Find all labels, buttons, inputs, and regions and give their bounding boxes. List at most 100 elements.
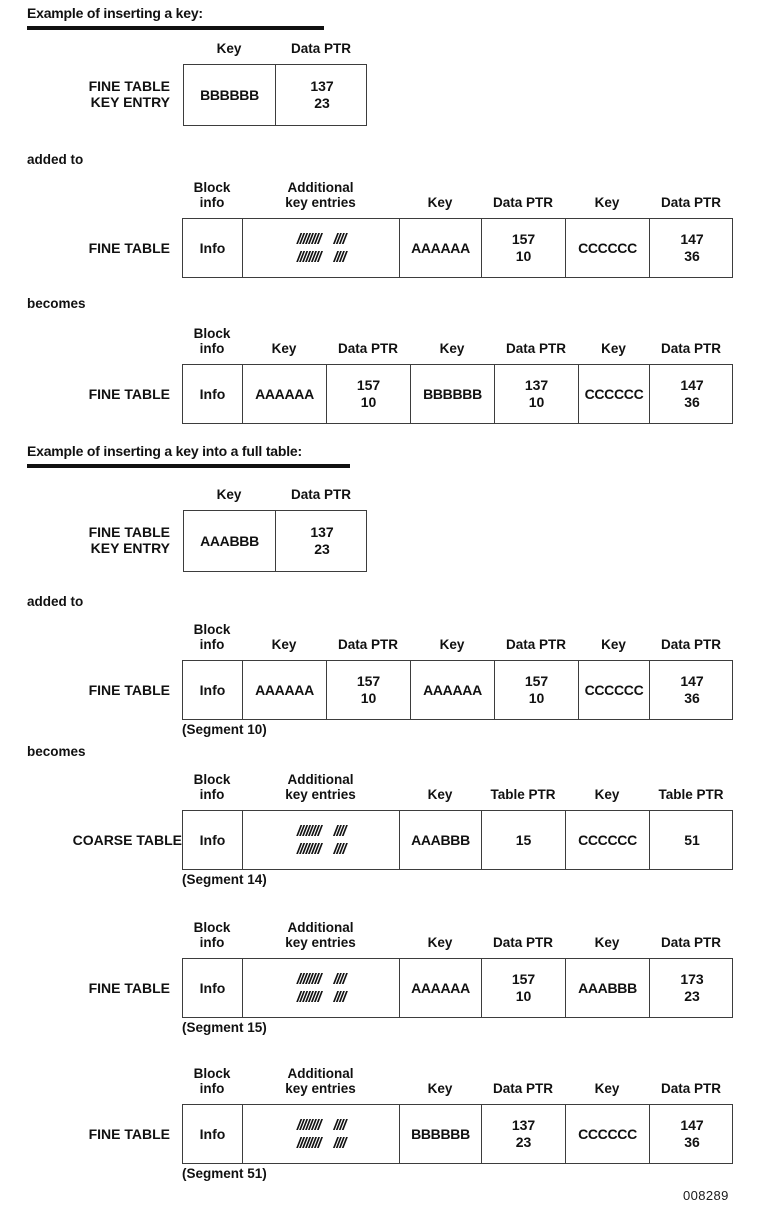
block-info-cell: Info [183,661,243,719]
hatch-row: //////////// [297,250,347,265]
column-header-line: Data PTR [290,41,351,56]
pointer-cell: 51 [650,811,734,869]
column-header-line: Key [594,1081,620,1096]
column-header-line: Additional [287,772,354,787]
cell-line: BBBBBB [200,86,259,103]
key-cell: BBBBBB [411,365,495,423]
column-header: Data PTR [326,341,410,356]
column-header-line: key entries [285,787,356,802]
key-cell: BBBBBB [400,1105,482,1163]
hatch-filler-cell: //////////// //////////// [243,959,400,1017]
block-info-cell: Info [183,1105,243,1163]
cell-line: 10 [528,394,545,410]
column-header: Data PTR [649,935,733,950]
column-header: Data PTR [649,341,733,356]
column-header-line: info [199,195,225,210]
row-label-line: KEY ENTRY [90,540,170,556]
hatch-group-long: //////// [296,822,322,840]
column-header-line: Key [439,341,465,356]
column-header-line: Key [594,935,620,950]
segment-caption: (Segment 10) [182,722,267,737]
hatch-filler-cell: //////////////////////// [243,1105,400,1163]
row-label-line: FINE TABLE [88,980,170,996]
row-label-line: FINE TABLE [88,1126,170,1142]
row-label-line: COARSE TABLE [72,832,182,848]
hatch-group-long: //////// [296,970,322,988]
column-header-line: Key [594,787,620,802]
cell-line: 36 [684,394,700,410]
block-info-cell: Info [183,959,243,1017]
hatch-filler-cell: //////////////////////// [243,219,400,277]
column-header: Key [399,1081,481,1096]
column-header-line: Block [193,920,231,935]
row-label: FINE TABLE [30,980,170,996]
section-heading-rule [27,464,350,468]
hatch-group-short: //// [333,1116,346,1134]
column-header: Data PTR [275,41,367,56]
row-label-line: FINE TABLE [88,240,170,256]
segment-caption: (Segment 15) [182,1020,267,1035]
row-label-line: FINE TABLE [88,524,170,540]
column-header: Key [399,195,481,210]
hatch-row: //////////// [297,990,347,1005]
key-cell: AAABBB [400,811,482,869]
column-header-line: Data PTR [337,341,398,356]
column-header: Key [242,341,326,356]
row-label: FINE TABLE [30,386,170,402]
column-header: Key [242,637,326,652]
cell-line: 36 [684,248,700,264]
column-header-line: key entries [285,195,356,210]
cell-line: BBBBBB [411,1125,470,1142]
column-header-line: Block [193,1066,231,1081]
column-header-line: Data PTR [660,935,721,950]
hatch-row: //////////// [296,970,347,988]
column-header: Key [410,341,494,356]
cell-line: Info [199,1125,226,1142]
cell-line: 36 [684,1134,700,1150]
hatch-group-long: //////// [296,230,322,248]
column-header-line: Data PTR [337,637,398,652]
cell-line: CCCCCC [578,831,637,848]
column-header: Key [183,487,275,502]
cell-line: 147 [680,231,704,247]
column-header: Data PTR [481,935,565,950]
hatch-group-long: //////// [296,1134,322,1152]
column-header-line: Data PTR [660,195,721,210]
column-header: Data PTR [649,195,733,210]
column-header-line: info [199,787,225,802]
column-header-line: Additional [287,920,354,935]
cell-line: Info [199,385,226,402]
column-header: Key [183,41,275,56]
hatch-row: //////////// [297,1116,347,1134]
cell-line: 23 [314,541,330,557]
column-header: Key [565,1081,649,1096]
column-header-line: Data PTR [505,341,566,356]
key-cell: CCCCCC [579,365,650,423]
column-header: Data PTR [494,637,578,652]
row-label: FINE TABLE [30,682,170,698]
column-header-line: key entries [285,935,356,950]
block-info-cell: Info [183,811,243,869]
cell-line: 157 [511,231,536,247]
connector-label: added to [27,594,84,609]
column-header-line: Block [193,622,231,637]
column-header-line: Data PTR [660,1081,721,1096]
